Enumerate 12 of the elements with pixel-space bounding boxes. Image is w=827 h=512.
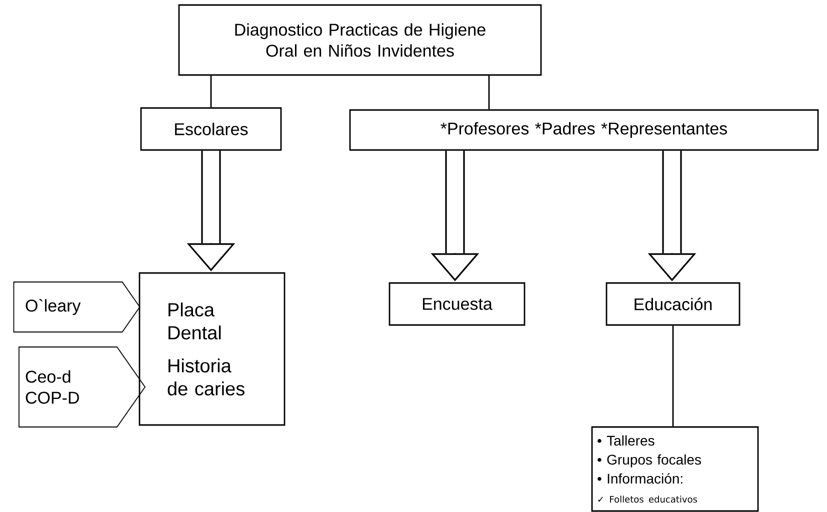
connector-line [672,326,674,426]
process-box: Encuesta [388,282,526,326]
process-box: *Profesores *Padres *Representantes [349,109,819,151]
connector-line [210,76,212,108]
process-box: Escolares [140,107,282,151]
connector-line [488,76,490,110]
list-box: • Talleres • Grupos focales • Información: ✓ Folletos educativos [591,426,759,512]
pointer-tag: Ceo-d COP-D [18,346,146,428]
process-box: Placa Dental Historia de caries [138,272,286,426]
title-box: Diagnostico Practicas de Higiene Oral en Niños Invidentes [178,4,542,76]
pointer-tag: O`leary [13,282,140,332]
process-box: Educación [606,282,740,326]
